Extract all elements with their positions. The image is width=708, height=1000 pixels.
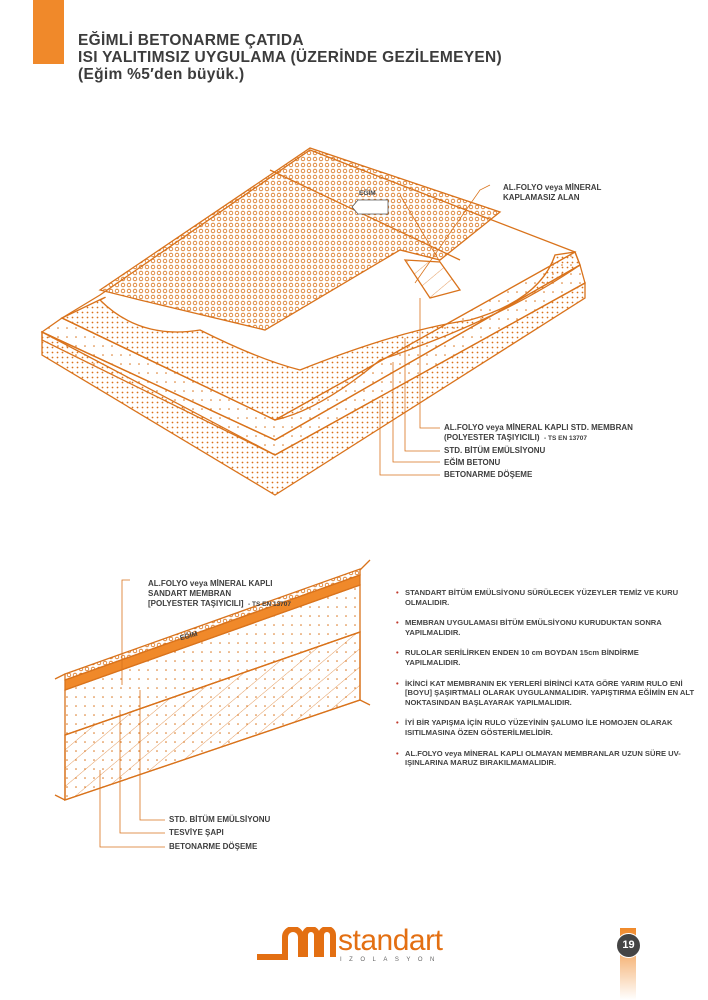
label-line: AL.FOLYO veya MİNERAL KAPLI [148, 579, 273, 588]
page-number: 19 [616, 933, 641, 958]
note-item: RULOLAR SERİLİRKEN ENDEN 10 cm BOYDAN 15… [396, 648, 696, 667]
isometric-roof-diagram [40, 147, 586, 496]
brand-name: standart [338, 924, 443, 957]
label-line: (POLYESTER TAŞIYICILI) [444, 433, 540, 442]
note-item: STANDART BİTÜM EMÜLSİYONU SÜRÜLECEK YÜZE… [396, 588, 696, 607]
label-standard: - TS EN 13707 [544, 435, 588, 442]
label-emulsion-top: STD. BİTÜM EMÜLSİYONU [444, 446, 546, 455]
title-line-2: ISI YALITIMSIZ UYGULAMA (ÜZERİNDE GEZİLE… [78, 49, 502, 66]
label-membrane-top: AL.FOLYO veya MİNERAL KAPLI STD. MEMBRAN… [444, 423, 633, 444]
note-item: AL.FOLYO veya MİNERAL KAPLI OLMAYAN MEMB… [396, 749, 696, 768]
page-title: EĞİMLİ BETONARME ÇATIDA ISI YALITIMSIZ U… [78, 32, 502, 83]
title-line-3: (Eğim %5′den büyük.) [78, 66, 245, 83]
label-slab-top: BETONARME DÖŞEME [444, 470, 533, 479]
label-line: [POLYESTER TAŞIYICILI] [148, 599, 244, 608]
label-standard: - TS EN 13707 [248, 601, 292, 608]
brand-logo-icon [257, 927, 336, 960]
label-membrane-bottom: AL.FOLYO veya MİNERAL KAPLI SANDART MEMB… [148, 579, 291, 610]
label-slab-bottom: BETONARME DÖŞEME [169, 842, 258, 851]
title-line-1: EĞİMLİ BETONARME ÇATIDA [78, 32, 304, 49]
label-slope-concrete: EĞİM BETONU [444, 458, 501, 467]
accent-bar [33, 0, 64, 64]
label-line: SANDART MEMBRAN [148, 589, 232, 598]
label-line: AL.FOLYO veya MİNERAL KAPLI STD. MEMBRAN [444, 423, 633, 432]
brand-subtitle: IZOLASYON [340, 957, 442, 963]
note-item: MEMBRAN UYGULAMASI BİTÜM EMÜLSİYONU KURU… [396, 618, 696, 637]
section-diagram [54, 559, 371, 848]
application-notes: STANDART BİTÜM EMÜLSİYONU SÜRÜLECEK YÜZE… [396, 588, 696, 779]
slope-label-top: EĞİM [359, 190, 376, 197]
label-line: AL.FOLYO veya MİNERAL [503, 183, 602, 192]
note-item: İYİ BİR YAPIŞMA İÇİN RULO YÜZEYİNİN ŞALU… [396, 718, 696, 737]
label-emulsion-bottom: STD. BİTÜM EMÜLSİYONU [169, 815, 271, 824]
label-uncoated-area: AL.FOLYO veya MİNERAL KAPLAMASIZ ALAN [503, 183, 601, 203]
label-line: KAPLAMASIZ ALAN [503, 193, 580, 202]
note-item: İKİNCİ KAT MEMBRANIN EK YERLERİ BİRİNCİ … [396, 679, 696, 708]
label-screed: TESVİYE ŞAPI [169, 828, 224, 837]
